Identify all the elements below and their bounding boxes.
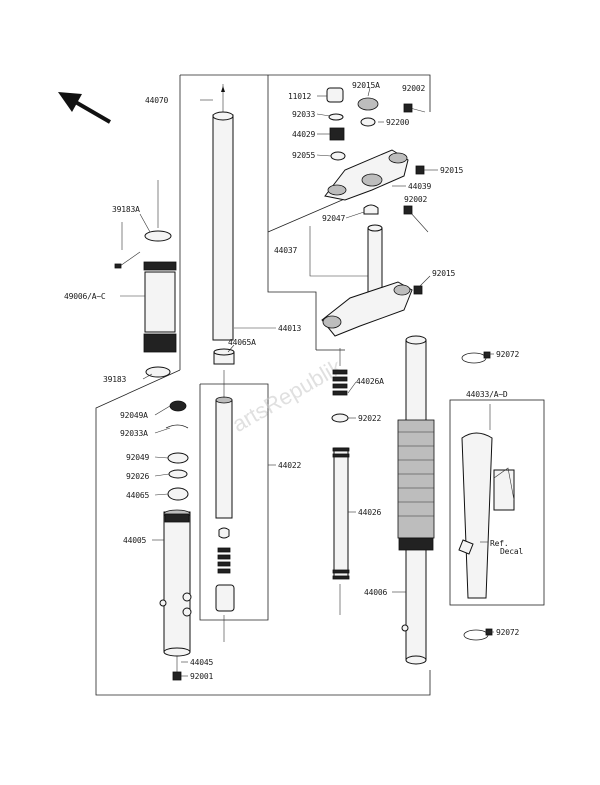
label-92002-top: 92002 (402, 84, 425, 93)
upper-bracket-44039 (324, 149, 429, 233)
assembly-frames (95, 74, 431, 696)
label-44022: 44022 (278, 461, 301, 470)
front-direction-arrow-icon (58, 92, 112, 124)
label-92047: 92047 (322, 214, 345, 223)
fork-boot-49006 (114, 180, 177, 378)
label-92015-lower: 92015 (432, 269, 455, 278)
inner-tube-44013 (212, 84, 234, 341)
damper-rod-44026 (331, 348, 350, 615)
label-92015-upper: 92015 (440, 166, 463, 175)
label-92002-mid: 92002 (404, 195, 427, 204)
label-92049A: 92049A (120, 411, 148, 420)
outer-tube-44005 (159, 509, 192, 681)
label-49006: 49006/A~C (64, 292, 106, 301)
label-39183: 39183 (103, 375, 126, 384)
label-92022: 92022 (358, 414, 381, 423)
label-92072-upper: 92072 (496, 350, 519, 359)
label-44065: 44065 (126, 491, 149, 500)
watermark: PartsRepublik (215, 354, 347, 445)
label-44039: 44039 (408, 182, 431, 191)
label-92015A: 92015A (352, 81, 380, 90)
label-92200: 92200 (386, 118, 409, 127)
label-ref: Ref. (490, 539, 508, 548)
label-92055: 92055 (292, 151, 315, 160)
label-92072-lower: 92072 (496, 628, 519, 637)
leader-lines (120, 87, 494, 677)
label-44005: 44005 (123, 536, 146, 545)
label-92001: 92001 (190, 672, 213, 681)
label-44026: 44026 (358, 508, 381, 517)
fork-guard-44033 (458, 432, 515, 599)
outer-tube-option-box (449, 399, 545, 606)
seal-stack (165, 400, 189, 501)
label-44013: 44013 (278, 324, 301, 333)
label-44029: 44029 (292, 130, 315, 139)
label-44070: 44070 (145, 96, 168, 105)
label-92026: 92026 (126, 472, 149, 481)
steering-stem-44037 (321, 224, 423, 337)
label-92033A: 92033A (120, 429, 148, 438)
label-44045: 44045 (190, 658, 213, 667)
damper-44022 (215, 370, 235, 642)
part-labels: 44070 11012 92015A 92002 92033 92200 440… (64, 81, 524, 681)
outer-tube-44006 (397, 335, 435, 665)
label-44006: 44006 (364, 588, 387, 597)
label-44065A: 44065A (228, 338, 256, 347)
clamp-92072-lower (463, 628, 493, 641)
label-39183A: 39183A (112, 205, 140, 214)
clamp-92072-upper (461, 351, 491, 364)
label-44026A: 44026A (356, 377, 384, 386)
label-44037: 44037 (274, 246, 297, 255)
top-cap-parts (326, 87, 426, 161)
ring-44065A (213, 348, 235, 365)
label-11012: 11012 (288, 92, 311, 101)
label-44033: 44033/A~D (466, 390, 508, 399)
label-decal: Decal (500, 547, 523, 556)
label-92049: 92049 (126, 453, 149, 462)
label-92033: 92033 (292, 110, 315, 119)
